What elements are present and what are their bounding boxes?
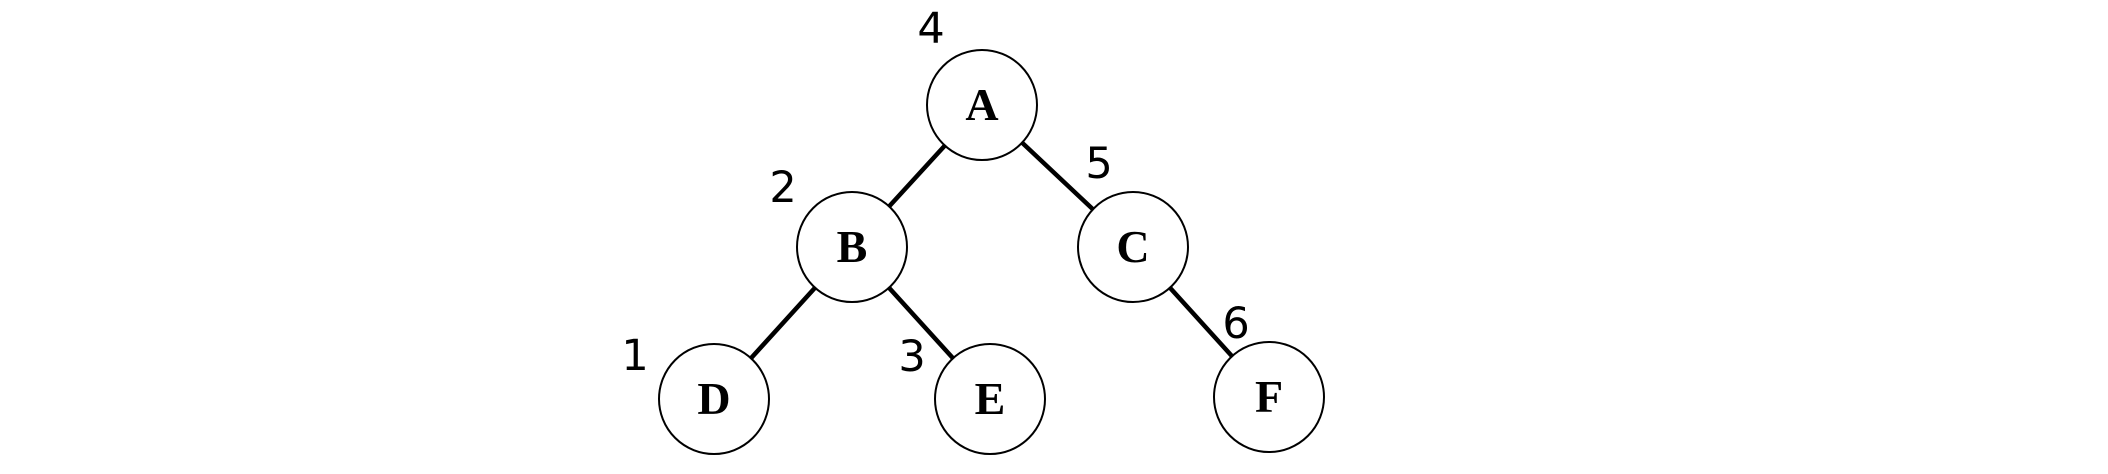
- tree-node-E: [934, 343, 1046, 455]
- order-label-A: 4: [917, 4, 944, 54]
- order-label-F: 6: [1222, 299, 1249, 349]
- tree-node-A: [926, 49, 1038, 161]
- node-label-A: A: [965, 79, 998, 130]
- node-label-E: E: [975, 373, 1006, 424]
- order-label-C: 5: [1085, 139, 1112, 189]
- order-label-D: 1: [621, 331, 648, 381]
- tree-node-F: [1213, 341, 1325, 453]
- node-label-B: B: [837, 221, 868, 272]
- node-label-D: D: [697, 373, 730, 424]
- node-label-F: F: [1255, 371, 1283, 422]
- tree-node-D: [658, 343, 770, 455]
- tree-node-B: [796, 191, 908, 303]
- order-label-E: 3: [898, 332, 925, 382]
- order-label-B: 2: [769, 163, 796, 213]
- tree-node-C: [1077, 191, 1189, 303]
- node-label-C: C: [1116, 221, 1149, 272]
